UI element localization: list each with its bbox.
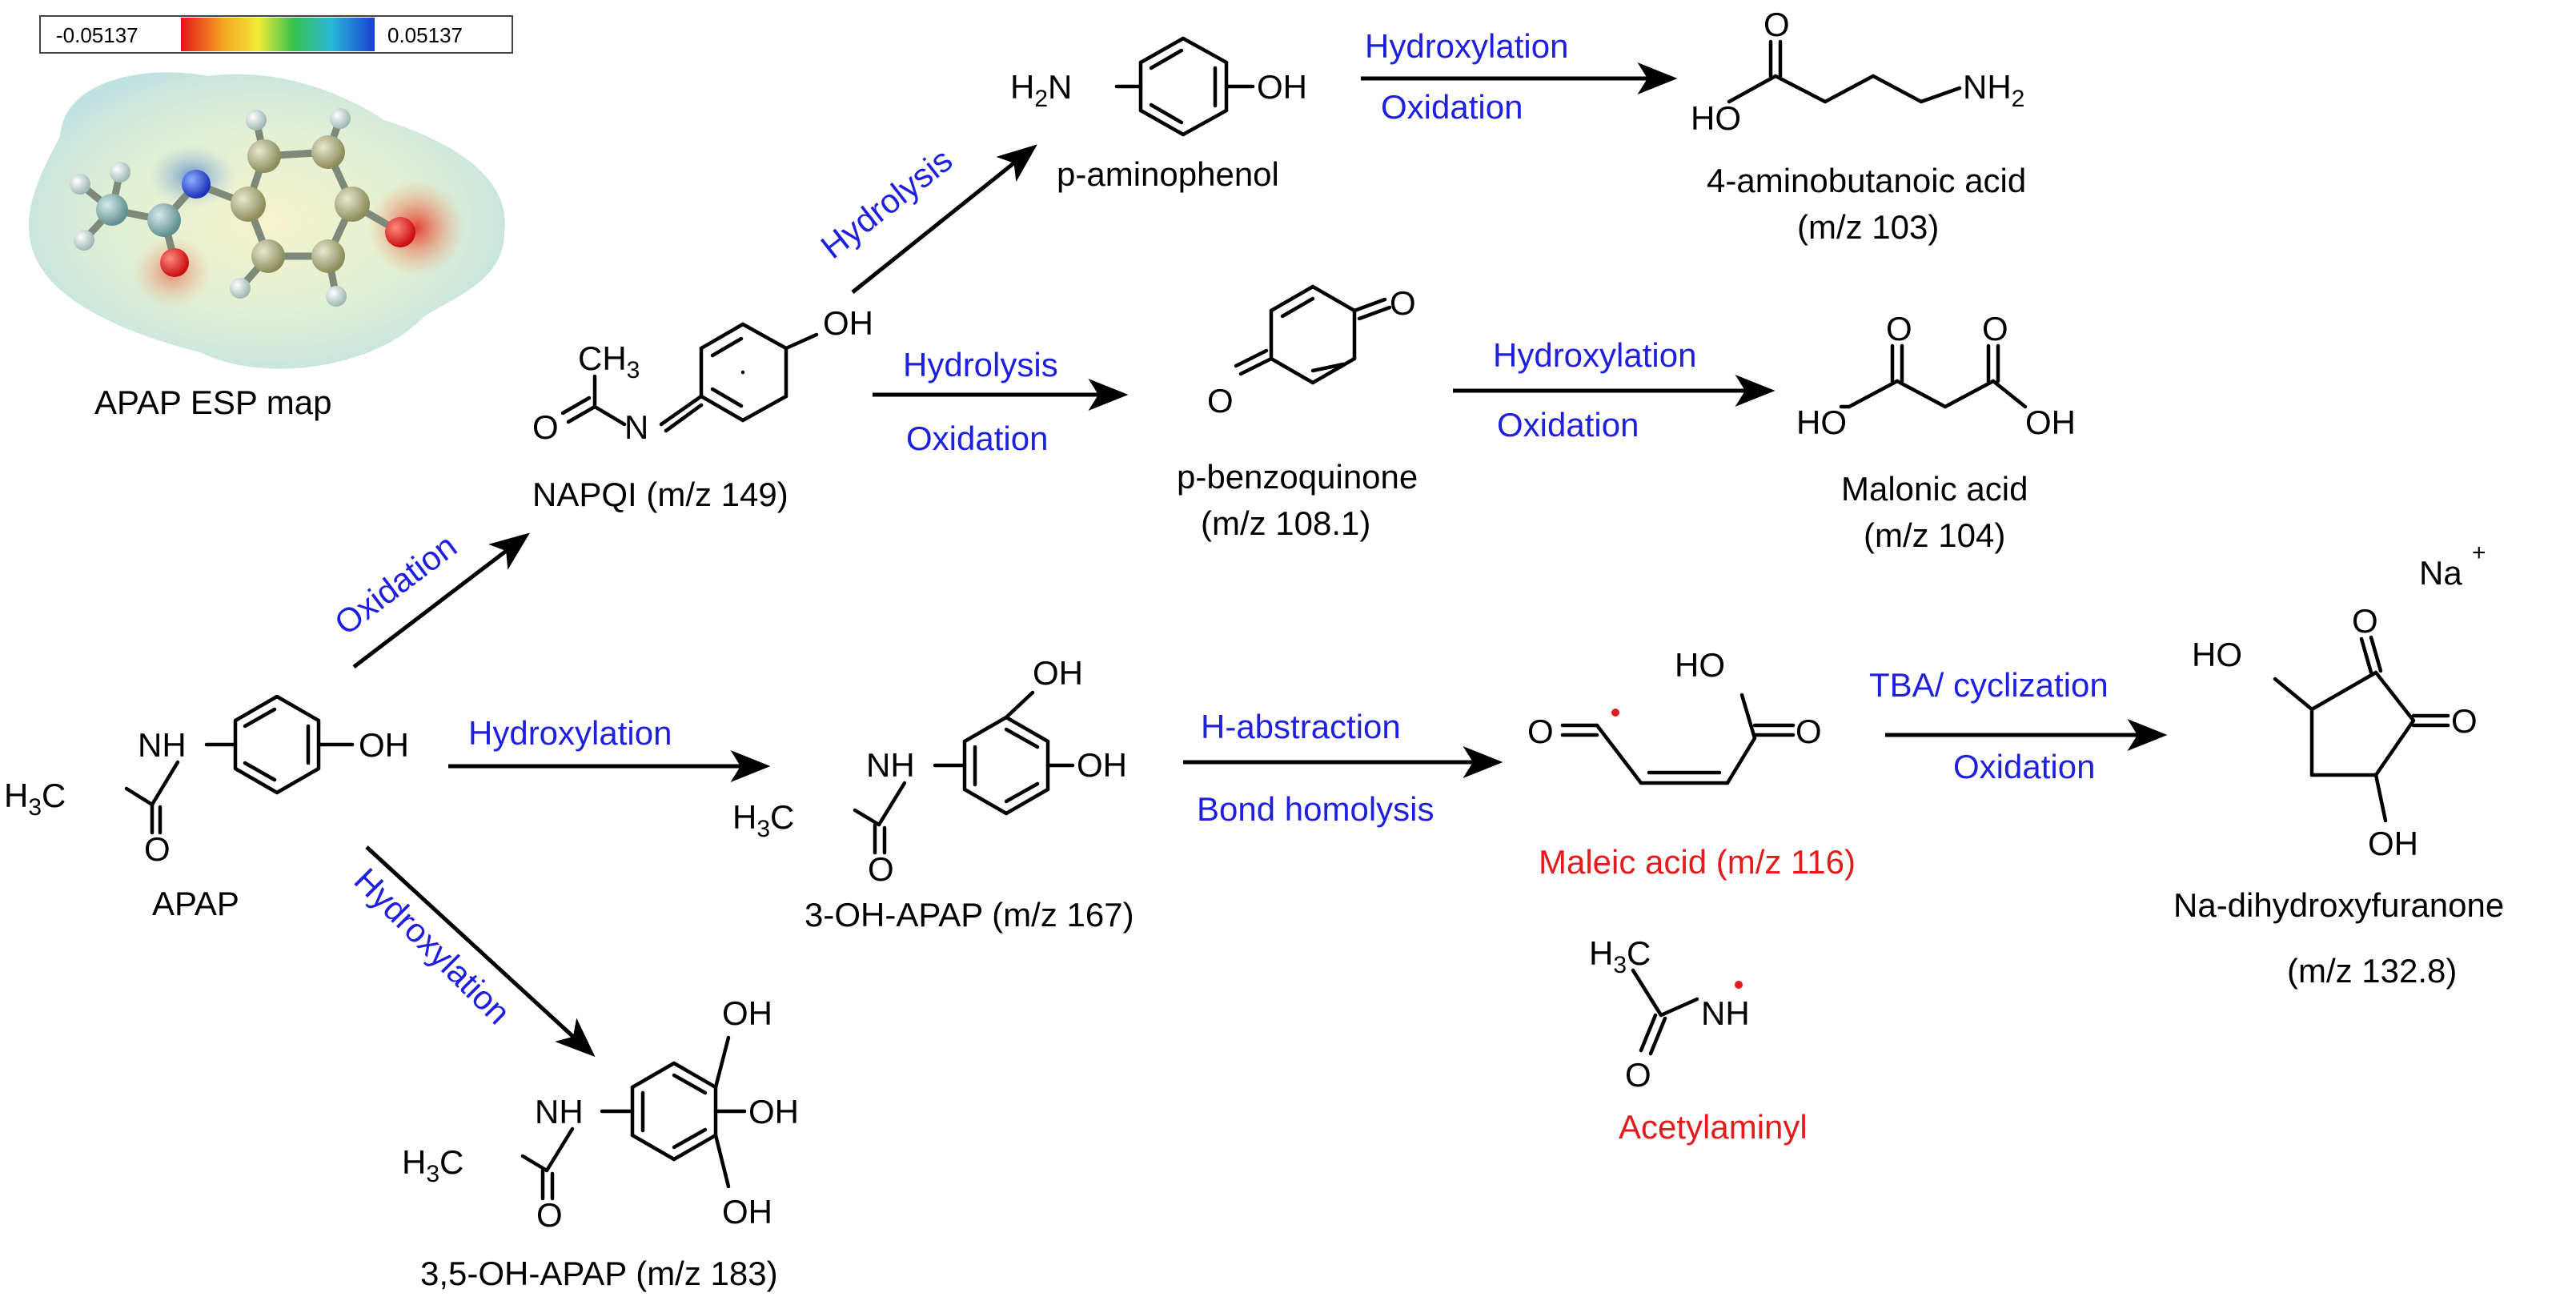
furanone-plus: + bbox=[2472, 540, 2486, 566]
reaction-arrows bbox=[352, 62, 2168, 1058]
gaba-nh2: NH2 bbox=[1963, 68, 2024, 112]
esp-color-scale: -0.05137 0.05137 bbox=[39, 15, 513, 54]
acetylaminyl: H3C NH O Acetylaminyl bbox=[1589, 934, 1808, 1146]
dioh-oh-bottom: OH bbox=[722, 1193, 772, 1231]
label-bq-top: Hydroxylation bbox=[1493, 336, 1696, 374]
malonic-mz: (m/z 104) bbox=[1864, 516, 2005, 554]
arrow-apap-to-dioh bbox=[365, 845, 596, 1058]
label-oh-top: H-abstraction bbox=[1201, 708, 1401, 745]
furanone-o-top: O bbox=[2352, 602, 2378, 640]
napqi-ch3: CH3 bbox=[578, 339, 640, 383]
label-bq-bottom: Oxidation bbox=[1497, 406, 1639, 444]
oh-apap-oh-right: OH bbox=[1077, 746, 1127, 784]
aminophenol-label: p-aminophenol bbox=[1057, 155, 1279, 193]
maleic-ho: HO bbox=[1675, 646, 1725, 684]
acetylaminyl-h3c: H3C bbox=[1589, 934, 1651, 978]
furanone-o-right: O bbox=[2451, 702, 2478, 740]
gaba-label: 4-aminobutanoic acid bbox=[1707, 162, 2026, 199]
napqi-label: NAPQI (m/z 149) bbox=[532, 476, 788, 513]
oh-apap-nh: NH bbox=[866, 746, 915, 784]
scale-max-label: 0.05137 bbox=[387, 23, 463, 47]
acetylaminyl-nh: NH bbox=[1701, 994, 1750, 1032]
dioh-nh: NH bbox=[535, 1093, 584, 1130]
maleic-label: Maleic acid (m/z 116) bbox=[1539, 843, 1856, 881]
oh-apap-label: 3-OH-APAP (m/z 167) bbox=[804, 896, 1134, 934]
3-5-oh-apap: OH OH OH NH H3C O 3,5-OH-APAP (m/z 183) bbox=[402, 994, 799, 1292]
label-maleic-bottom: Oxidation bbox=[1953, 748, 2095, 785]
apap-oh: OH bbox=[359, 726, 409, 764]
label-maleic-top: TBA/ cyclization bbox=[1869, 666, 2109, 704]
acetylaminyl-label: Acetylaminyl bbox=[1619, 1108, 1808, 1146]
maleic-acid: O HO O Maleic acid (m/z 116) bbox=[1527, 646, 1856, 881]
apap-o: O bbox=[144, 830, 171, 868]
label-oh-bottom: Bond homolysis bbox=[1197, 790, 1434, 828]
malonic-o-left: O bbox=[1886, 310, 1912, 347]
bq-label: p-benzoquinone bbox=[1177, 458, 1418, 496]
apap-nh: NH bbox=[138, 726, 187, 764]
maleic-radical-dot bbox=[1611, 709, 1619, 717]
dioh-h3c: H3C bbox=[402, 1143, 463, 1187]
gaba-o: O bbox=[1763, 6, 1790, 43]
esp-map: -0.05137 0.05137 bbox=[28, 15, 513, 421]
label-aminophenol-top: Hydroxylation bbox=[1365, 27, 1568, 65]
furanone-ho: HO bbox=[2192, 636, 2242, 673]
maleic-o-left: O bbox=[1527, 713, 1554, 750]
arrow-napqi-to-aminophenol bbox=[851, 144, 1037, 294]
malonic-label: Malonic acid bbox=[1841, 470, 2028, 508]
furanone-oh: OH bbox=[2368, 825, 2418, 862]
4-aminobutanoic-acid: O HO NH2 4-aminobutanoic acid (m/z 103) bbox=[1691, 6, 2026, 246]
acetylaminyl-radical-dot bbox=[1735, 981, 1743, 989]
oh-apap-h3c: H3C bbox=[732, 798, 794, 842]
esp-caption: APAP ESP map bbox=[94, 383, 332, 421]
label-napqi-bottom: Oxidation bbox=[906, 420, 1048, 457]
apap: NH OH H3C O APAP bbox=[0, 576, 448, 922]
malonic-acid: O O HO OH Malonic acid (m/z 104) bbox=[1796, 310, 2076, 554]
malonic-ho: HO bbox=[1796, 404, 1847, 441]
label-apap-to-oh: Hydroxylation bbox=[468, 714, 672, 752]
arrow-apap-to-napqi bbox=[352, 532, 530, 669]
bq-o-bottom: O bbox=[1207, 382, 1234, 420]
napqi: N OH O CH3 NAPQI (m/z 149) bbox=[532, 304, 873, 513]
scale-min-label: -0.05137 bbox=[56, 23, 138, 47]
dioh-o: O bbox=[536, 1196, 563, 1234]
dioh-oh-mid: OH bbox=[748, 1093, 799, 1130]
bq-mz: (m/z 108.1) bbox=[1201, 504, 1370, 542]
aminophenol-h2n: H2N bbox=[1010, 68, 1072, 112]
p-benzoquinone: O O p-benzoquinone (m/z 108.1) bbox=[1177, 284, 1418, 542]
apap-h3c-h: H3C bbox=[4, 777, 66, 821]
napqi-n: N bbox=[624, 408, 648, 446]
malonic-o-right: O bbox=[1982, 310, 2008, 347]
dioh-oh-top: OH bbox=[722, 994, 772, 1032]
oh-apap-oh-top: OH bbox=[1033, 654, 1083, 692]
oh-apap-o: O bbox=[868, 850, 894, 888]
gaba-mz: (m/z 103) bbox=[1797, 208, 1939, 246]
furanone-label: Na-dihydroxyfuranone bbox=[2173, 886, 2504, 924]
esp-molecule-render bbox=[28, 72, 505, 369]
dioh-label: 3,5-OH-APAP (m/z 183) bbox=[420, 1255, 778, 1292]
bq-o-top: O bbox=[1390, 284, 1416, 322]
label-napqi-top: Hydrolysis bbox=[903, 346, 1058, 383]
aminophenol-oh: OH bbox=[1257, 68, 1307, 106]
napqi-oh: OH bbox=[823, 304, 873, 342]
p-aminophenol: H2N OH p-aminophenol bbox=[1010, 36, 1307, 193]
gaba-ho: HO bbox=[1691, 99, 1741, 137]
malonic-oh: OH bbox=[2025, 404, 2076, 441]
apap-label: APAP bbox=[152, 885, 239, 922]
label-apap-to-dioh: Hydroxylation bbox=[347, 861, 518, 1031]
3-oh-apap: OH OH NH H3C O 3-OH-APAP (m/z 167) bbox=[732, 654, 1134, 934]
maleic-o-right: O bbox=[1796, 713, 1822, 750]
furanone-na: Na bbox=[2419, 554, 2462, 592]
label-napqi-to-aminophenol: Hydrolysis bbox=[814, 141, 960, 266]
furanone-mz: (m/z 132.8) bbox=[2287, 952, 2457, 990]
napqi-o: O bbox=[532, 408, 559, 446]
acetylaminyl-o: O bbox=[1625, 1056, 1651, 1094]
label-aminophenol-bottom: Oxidation bbox=[1381, 88, 1523, 126]
na-dihydroxyfuranone: HO O O OH Na + Na-dihydroxyfuranone (m/z… bbox=[2173, 540, 2504, 990]
